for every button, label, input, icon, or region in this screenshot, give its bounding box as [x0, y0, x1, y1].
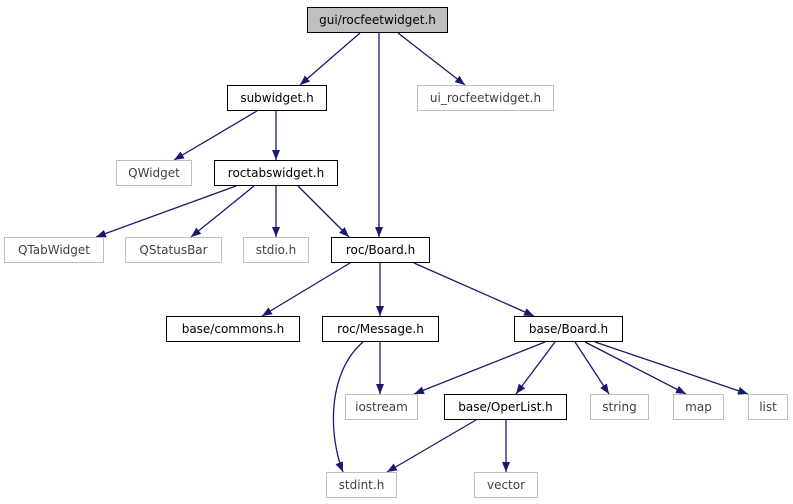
node-label: base/commons.h: [181, 322, 285, 336]
node-label: iostream: [355, 400, 408, 414]
node-label: base/OperList.h: [458, 400, 553, 414]
node-base-board-h[interactable]: base/Board.h: [514, 316, 623, 342]
edge-base-board-to-map: [584, 341, 687, 395]
edge-roc-message-to-stdint: [332, 341, 364, 473]
node-base-operlist-h[interactable]: base/OperList.h: [444, 394, 567, 420]
node-label: roctabswidget.h: [227, 166, 325, 180]
node-qstatusbar: QStatusBar: [125, 237, 222, 263]
node-label: vector: [486, 478, 526, 492]
edge-root-to-ui-rocfeetwidget: [397, 32, 466, 86]
node-label: QWidget: [128, 166, 180, 180]
edge-base-board-to-string: [574, 341, 610, 395]
edge-base-board-to-base-operlist: [515, 341, 556, 395]
node-label: base/Board.h: [528, 322, 609, 336]
node-roc-message-h[interactable]: roc/Message.h: [322, 316, 439, 342]
edge-base-board-to-list: [594, 341, 749, 395]
node-label: ui_rocfeetwidget.h: [429, 91, 542, 105]
node-qtabwidget: QTabWidget: [4, 237, 104, 263]
node-vector: vector: [474, 472, 538, 498]
node-subwidget-h[interactable]: subwidget.h: [227, 85, 327, 111]
node-string: string: [590, 394, 649, 420]
node-label: stdint.h: [338, 478, 385, 492]
node-stdint-h: stdint.h: [326, 472, 397, 498]
node-label: string: [602, 400, 637, 414]
node-roctabswidget-h[interactable]: roctabswidget.h: [214, 160, 338, 186]
edge-roc-board-to-base-board: [413, 262, 535, 317]
node-roc-board-h[interactable]: roc/Board.h: [331, 237, 430, 263]
node-label: stdio.h: [255, 243, 297, 257]
node-label: subwidget.h: [240, 91, 314, 105]
node-label: map: [685, 400, 712, 414]
node-ui-rocfeetwidget-h: ui_rocfeetwidget.h: [417, 85, 554, 111]
node-gui-rocfeetwidget-h[interactable]: gui/rocfeetwidget.h: [307, 7, 448, 33]
node-stdio-h: stdio.h: [243, 237, 309, 263]
node-label: list: [759, 400, 777, 414]
node-map: map: [673, 394, 724, 420]
node-label: QTabWidget: [17, 243, 91, 257]
node-label: roc/Message.h: [337, 322, 424, 336]
node-list: list: [748, 394, 788, 420]
node-iostream: iostream: [345, 394, 418, 420]
node-qwidget: QWidget: [116, 160, 192, 186]
node-base-commons-h[interactable]: base/commons.h: [166, 316, 300, 342]
edge-roc-board-to-base-commons: [261, 262, 351, 317]
node-label: roc/Board.h: [345, 243, 416, 257]
edge-root-to-subwidget: [299, 32, 361, 86]
edge-base-board-to-iostream: [413, 341, 546, 395]
edge-subwidget-to-qwidget: [173, 110, 258, 161]
edge-roctabswidget-to-qtabwidget: [95, 185, 237, 238]
edge-roctabswidget-to-roc-board: [297, 185, 350, 238]
node-label: QStatusBar: [139, 243, 208, 257]
edge-roctabswidget-to-qstatusbar: [190, 185, 255, 238]
node-label: gui/rocfeetwidget.h: [319, 13, 436, 27]
edge-base-operlist-to-stdint: [386, 419, 477, 473]
